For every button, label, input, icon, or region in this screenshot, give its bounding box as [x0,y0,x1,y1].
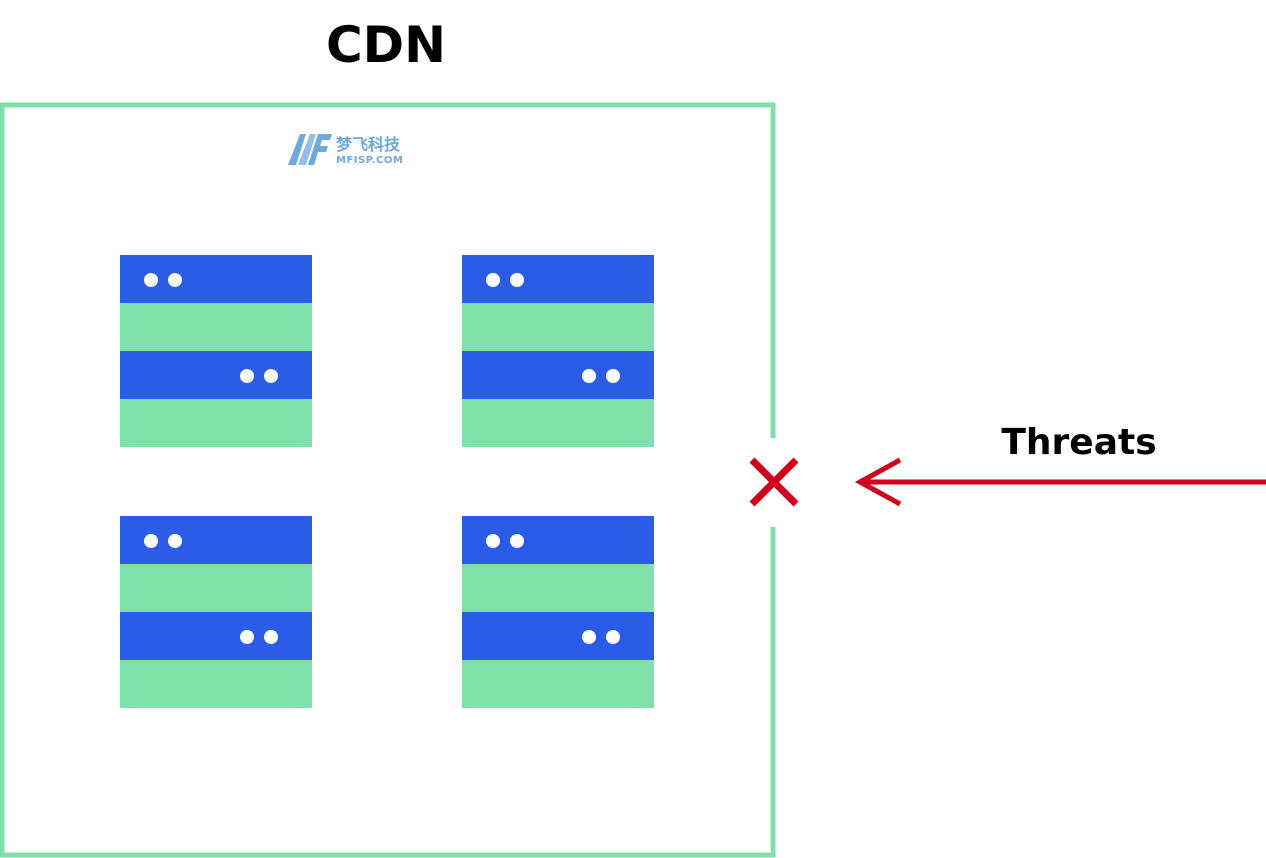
status-light-icon [582,630,596,644]
server-bottom-right [462,516,654,708]
status-light-icon [240,369,254,383]
cdn-boundary [0,102,776,858]
server-rack-unit-2 [120,303,312,351]
status-light-icon [486,534,500,548]
server-rack-unit-3 [120,351,312,399]
server-top-right [462,255,654,447]
server-rack-unit-2 [462,303,654,351]
status-light-icon [510,534,524,548]
server-rack-unit-2 [462,564,654,612]
status-light-icon [264,630,278,644]
logo-english-text: MFISP.COM [336,155,403,166]
server-rack-unit-4 [120,660,312,708]
status-light-icon [168,534,182,548]
logo-mark [288,134,332,165]
server-rack-unit-3 [120,612,312,660]
arrow-left-icon [854,457,1266,507]
server-top-left [120,255,312,447]
status-light-icon [510,273,524,287]
server-bottom-left [120,516,312,708]
status-light-icon [144,273,158,287]
status-light-icon [582,369,596,383]
status-light-icon [606,630,620,644]
logo-chinese-text: 梦飞科技 [336,135,401,154]
status-light-icon [486,273,500,287]
server-rack-unit-2 [120,564,312,612]
status-light-icon [240,630,254,644]
status-light-icon [606,369,620,383]
server-rack-unit-3 [462,612,654,660]
server-rack-unit-3 [462,351,654,399]
watermark-logo: 梦飞科技 MFISP.COM [288,134,403,166]
threats-label: Threats [1001,422,1156,463]
server-rack-unit-4 [120,399,312,447]
diagram-title: CDN [326,16,446,74]
server-rack-unit-4 [462,660,654,708]
server-rack-unit-4 [462,399,654,447]
status-light-icon [264,369,278,383]
status-light-icon [168,273,182,287]
x-icon [749,457,799,507]
status-light-icon [144,534,158,548]
